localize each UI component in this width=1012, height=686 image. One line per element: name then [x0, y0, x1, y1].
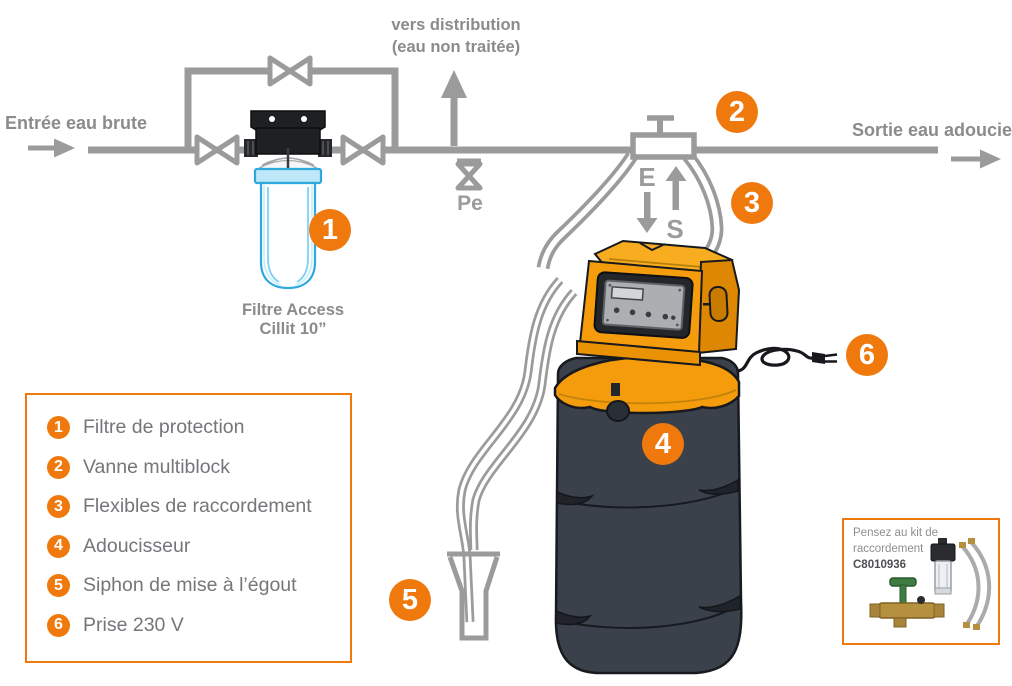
valve-left [194, 134, 240, 166]
legend-label-3: Flexibles de raccordement [83, 495, 312, 517]
siphon-funnel [447, 551, 500, 641]
pe-valve [455, 158, 483, 191]
pipe-network [88, 67, 938, 154]
kit-text-line1: Pensez au kit de [853, 527, 939, 539]
kit-valve-image [869, 577, 945, 628]
label-distribution-line2: (eau non traitée) [391, 37, 521, 56]
softener-appliance [553, 239, 743, 675]
kit-code: C8010936 [853, 559, 907, 571]
label-filter-caption: Filtre Access Cillit 10” [242, 301, 344, 339]
legend-box: 1 Filtre de protection 2 Vanne multibloc… [25, 393, 352, 663]
kit-text-line2: raccordement [853, 543, 924, 555]
shutoff-valves [194, 55, 386, 166]
legend-num-5: 5 [47, 574, 70, 597]
kit-reminder-box: Pensez au kit de raccordement C8010936 [842, 518, 1000, 645]
legend-label-2: Vanne multiblock [83, 455, 231, 478]
control-panel [593, 271, 694, 339]
legend-item-6: 6 Prise 230 V [47, 613, 350, 637]
label-valve-inlet-e: E [638, 162, 656, 192]
valve-right [340, 134, 386, 166]
legend-label-6: Prise 230 V [83, 613, 184, 636]
multiblock-valve [630, 115, 697, 160]
marker-4-softener: 4 [642, 423, 684, 465]
label-valve-outlet-s: S [666, 214, 684, 244]
label-pe: Pe [457, 192, 483, 215]
label-filter-line2: Cillit 10” [259, 320, 327, 338]
legend-num-6: 6 [47, 613, 70, 637]
legend-num-2: 2 [47, 455, 70, 479]
legend-item-1: 1 Filtre de protection [47, 416, 350, 439]
legend-label-5: Siphon de mise à l’égout [83, 574, 297, 596]
kit-hoses-image [959, 538, 991, 630]
kit-filter-image [930, 538, 956, 595]
marker-6-plug: 6 [846, 334, 888, 376]
marker-3-hoses: 3 [731, 182, 773, 224]
legend-item-3: 3 Flexibles de raccordement [47, 495, 350, 518]
label-filter-line1: Filtre Access [241, 301, 345, 319]
marker-2-multiblock: 2 [716, 91, 758, 133]
legend-label-1: Filtre de protection [83, 416, 245, 438]
legend-item-5: 5 Siphon de mise à l’égout [47, 574, 350, 597]
legend-num-3: 3 [47, 495, 70, 518]
marker-5-siphon: 5 [389, 579, 431, 621]
kit-illustration [869, 538, 991, 630]
legend-label-4: Adoucisseur [83, 534, 191, 557]
legend-num-4: 4 [47, 534, 70, 558]
es-arrows [636, 166, 687, 233]
drain-tubes [455, 276, 578, 623]
label-inlet: Entrée eau brute [5, 113, 148, 133]
legend-item-4: 4 Adoucisseur [47, 534, 350, 558]
label-distribution-line1: vers distribution [391, 16, 521, 34]
flow-arrows [28, 70, 1001, 169]
valve-bypass [267, 55, 313, 87]
filter-unit [244, 110, 332, 290]
power-cord [737, 346, 838, 373]
kit-text: Pensez au kit de raccordement C8010936 [853, 525, 938, 573]
label-distribution: vers distribution (eau non traitée) [391, 15, 520, 58]
legend-item-2: 2 Vanne multiblock [47, 455, 350, 479]
marker-1-filter: 1 [309, 209, 351, 251]
label-outlet: Sortie eau adoucie [852, 120, 1012, 140]
legend-num-1: 1 [47, 416, 70, 439]
